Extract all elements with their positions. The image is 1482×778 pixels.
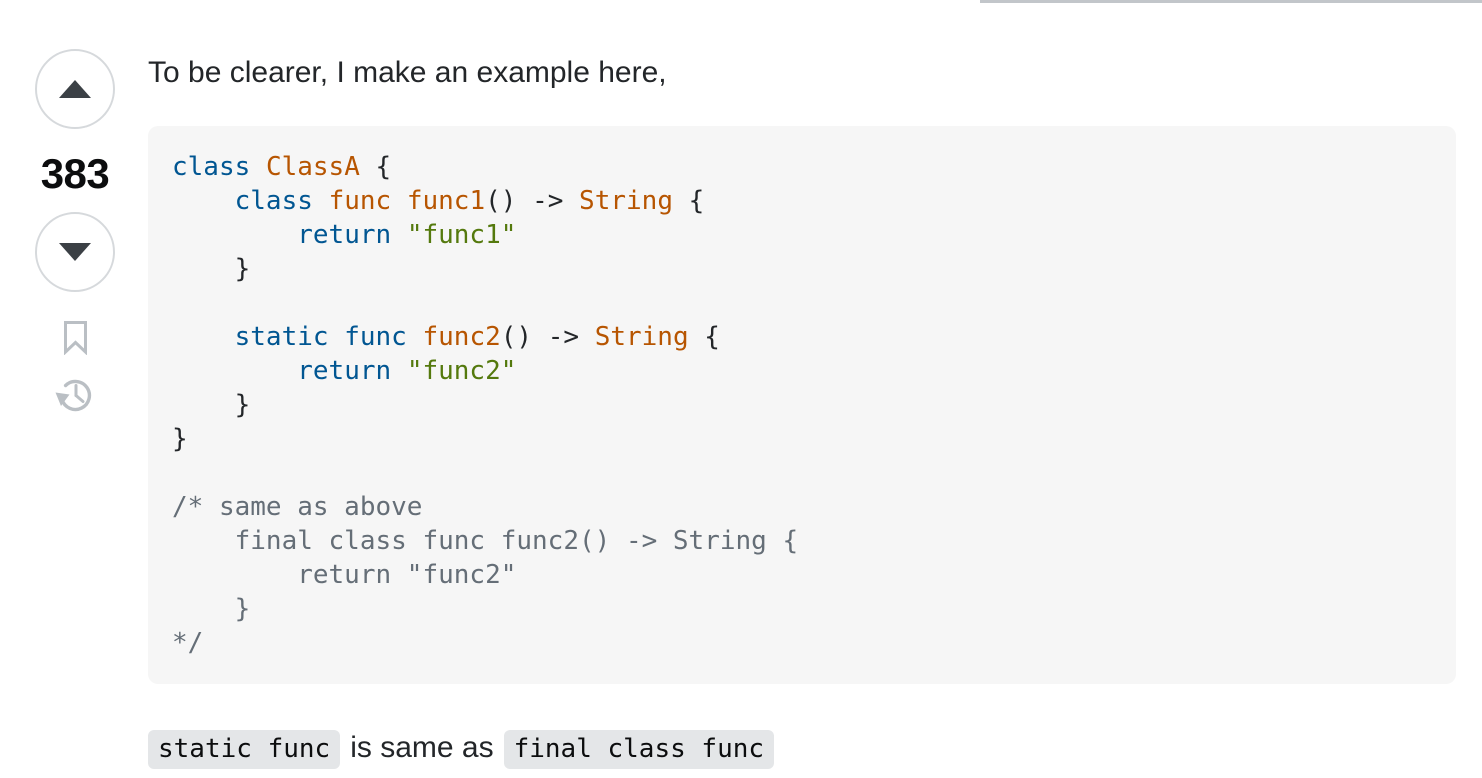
- outro-plain-text: is same as: [350, 731, 494, 764]
- answer-intro-text: To be clearer, I make an example here,: [148, 56, 667, 89]
- code-block: class ClassA { class func func1() -> Str…: [148, 126, 1456, 684]
- bookmark-button[interactable]: [0, 320, 150, 355]
- vote-count: 383: [40, 150, 110, 197]
- answer-outro-text: static func is same as final class func: [148, 728, 775, 769]
- inline-code: final class func: [503, 730, 775, 769]
- inline-code: static func: [148, 730, 341, 769]
- triangle-down-icon: [59, 243, 91, 261]
- answer-body: To be clearer, I make an example here, c…: [148, 0, 1456, 778]
- history-button[interactable]: [0, 374, 150, 418]
- upvote-button[interactable]: [35, 49, 115, 129]
- bookmark-icon: [63, 321, 87, 355]
- vote-cell: 383: [0, 0, 150, 778]
- history-icon: [55, 379, 92, 412]
- triangle-up-icon: [59, 80, 91, 98]
- code-content: class ClassA { class func func1() -> Str…: [172, 152, 799, 658]
- top-divider: [980, 0, 1482, 3]
- downvote-button[interactable]: [35, 212, 115, 292]
